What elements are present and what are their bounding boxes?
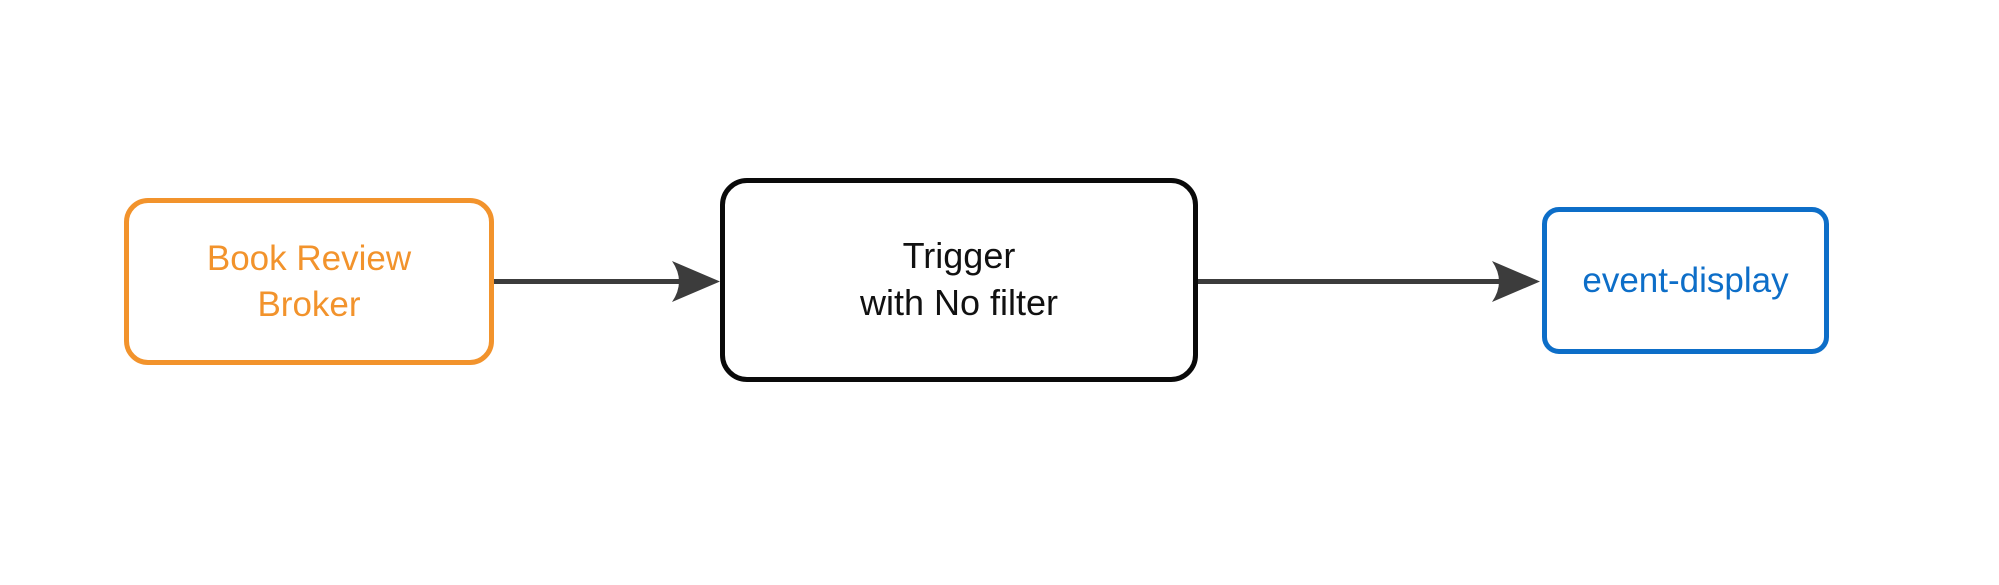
edge-trigger-to-event-display	[1198, 261, 1540, 302]
edge-broker-to-trigger-arrowhead	[672, 261, 720, 302]
node-event-display[interactable]: event-display	[1542, 207, 1829, 354]
node-book-review-broker[interactable]: Book Review Broker	[124, 198, 494, 365]
node-label-event-display: event-display	[1582, 260, 1789, 300]
edge-broker-to-trigger	[494, 261, 720, 302]
edge-trigger-to-event-display-arrowhead	[1492, 261, 1540, 302]
node-label-trigger: Trigger with No filter	[859, 235, 1059, 323]
node-label-book-review-broker: Book Review Broker	[206, 239, 412, 324]
node-trigger[interactable]: Trigger with No filter	[720, 178, 1198, 382]
